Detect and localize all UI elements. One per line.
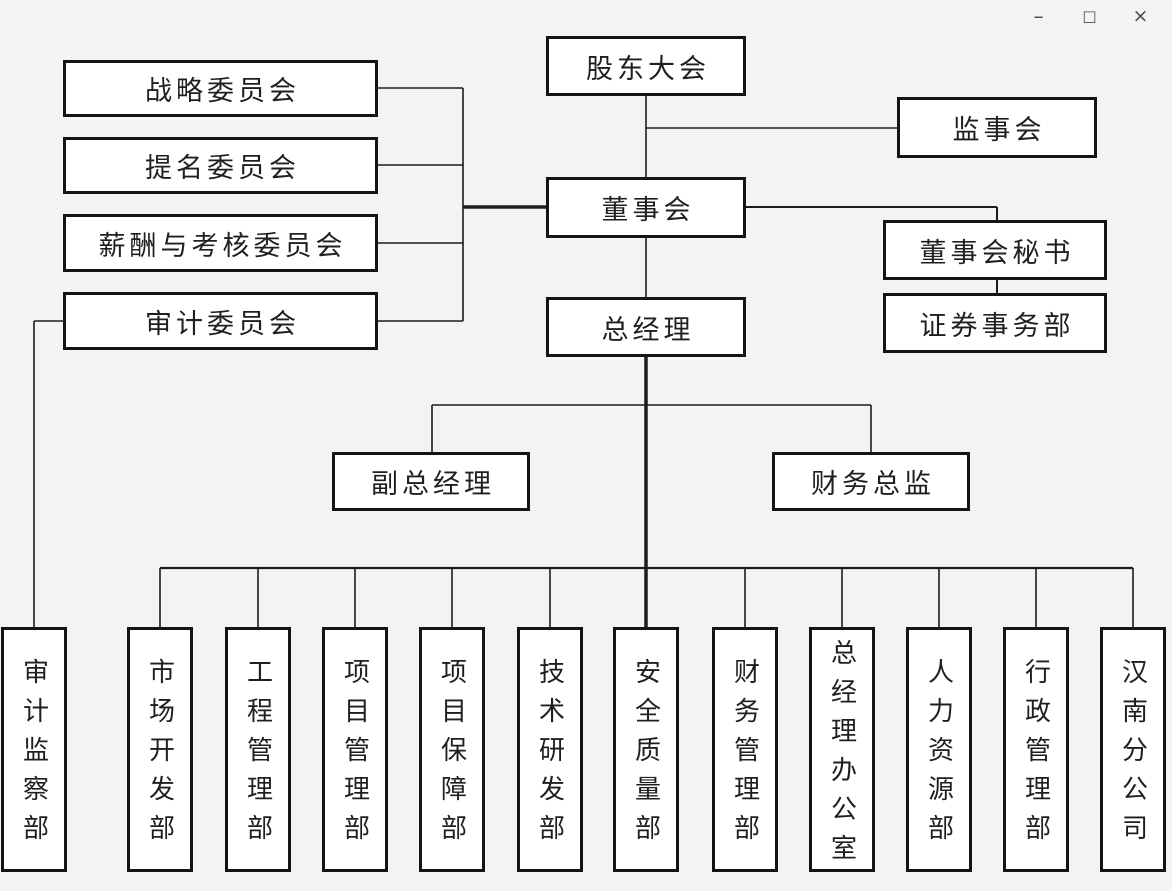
node-label: 财务总监 bbox=[811, 469, 935, 500]
maximize-button[interactable]: □ bbox=[1082, 7, 1097, 25]
node-label: 监事会 bbox=[952, 115, 1046, 146]
org-node-shareholders-meeting: 股东大会 bbox=[546, 36, 746, 96]
node-label: 技术研发部 bbox=[534, 658, 565, 853]
org-node-remuneration-assessment-committee: 薪酬与考核委员会 bbox=[63, 214, 378, 272]
org-node-dept-human-resources: 人力资源部 bbox=[906, 627, 972, 872]
org-node-dept-gm-office: 总经理办公室 bbox=[809, 627, 875, 873]
node-label: 战略委员会 bbox=[145, 76, 300, 107]
node-label: 财务管理部 bbox=[729, 658, 760, 853]
org-node-dept-financial-management: 财务管理部 bbox=[712, 627, 778, 872]
node-label: 薪酬与考核委员会 bbox=[98, 230, 347, 262]
node-label: 审计监察部 bbox=[18, 658, 49, 853]
minimize-button[interactable]: – bbox=[1033, 4, 1044, 28]
node-label: 总经理办公室 bbox=[826, 638, 857, 873]
node-label: 证券事务部 bbox=[919, 310, 1075, 342]
org-node-dept-project-management: 项目管理部 bbox=[322, 627, 388, 872]
org-node-deputy-general-manager: 副总经理 bbox=[332, 452, 530, 511]
org-node-dept-audit-supervision: 审计监察部 bbox=[1, 627, 67, 872]
org-node-dept-market-development: 市场开发部 bbox=[127, 627, 193, 872]
org-node-general-manager: 总经理 bbox=[546, 297, 746, 357]
org-node-securities-affairs-dept: 证券事务部 bbox=[883, 293, 1107, 353]
node-label: 副总经理 bbox=[371, 469, 495, 500]
node-label: 安全质量部 bbox=[630, 658, 661, 853]
org-node-dept-technology-rd: 技术研发部 bbox=[517, 627, 583, 872]
node-label: 审计委员会 bbox=[145, 308, 300, 340]
org-node-dept-engineering-management: 工程管理部 bbox=[225, 627, 291, 872]
org-node-supervisory-board: 监事会 bbox=[897, 97, 1097, 158]
close-button[interactable]: × bbox=[1132, 5, 1149, 27]
org-node-board-of-directors: 董事会 bbox=[546, 177, 746, 238]
org-node-dept-project-support: 项目保障部 bbox=[419, 627, 485, 872]
org-node-board-secretary: 董事会秘书 bbox=[883, 220, 1107, 280]
org-node-nomination-committee: 提名委员会 bbox=[63, 137, 378, 194]
org-node-dept-hannan-branch: 汉南分公司 bbox=[1100, 627, 1166, 872]
node-label: 市场开发部 bbox=[144, 658, 175, 853]
org-node-audit-committee: 审计委员会 bbox=[63, 292, 378, 350]
org-node-cfo: 财务总监 bbox=[772, 452, 970, 511]
node-label: 董事会 bbox=[601, 195, 695, 226]
org-node-dept-safety-quality: 安全质量部 bbox=[613, 627, 679, 872]
node-label: 股东大会 bbox=[586, 53, 710, 85]
node-label: 总经理 bbox=[601, 314, 695, 346]
node-label: 项目保障部 bbox=[436, 658, 467, 853]
node-label: 项目管理部 bbox=[339, 658, 370, 853]
org-node-dept-administrative-management: 行政管理部 bbox=[1003, 627, 1069, 872]
node-label: 人力资源部 bbox=[923, 658, 954, 853]
node-label: 汉南分公司 bbox=[1117, 658, 1148, 853]
node-label: 工程管理部 bbox=[242, 658, 273, 853]
window-controls: – □ × bbox=[1013, 0, 1166, 32]
org-node-strategy-committee: 战略委员会 bbox=[63, 60, 378, 117]
node-label: 行政管理部 bbox=[1020, 658, 1051, 853]
node-label: 董事会秘书 bbox=[919, 237, 1075, 269]
node-label: 提名委员会 bbox=[145, 153, 300, 184]
